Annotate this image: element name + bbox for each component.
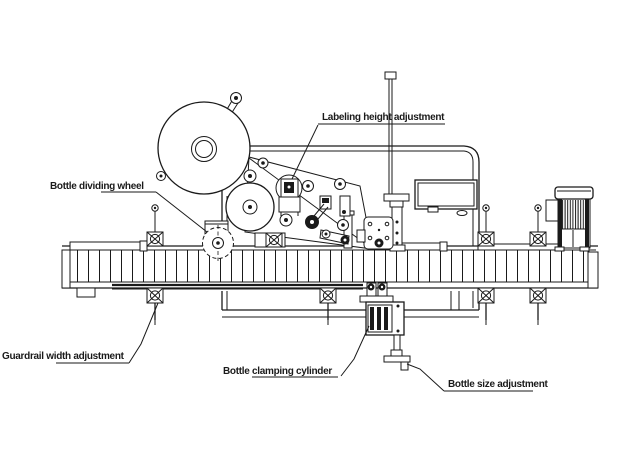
guide-roller bbox=[243, 169, 257, 183]
bottle-clamping-cylinder bbox=[359, 282, 411, 371]
size-adjust-foot bbox=[383, 355, 411, 363]
head-base-clamp-nut bbox=[265, 232, 283, 248]
guide-roller bbox=[334, 178, 346, 190]
roll-arm-bolt bbox=[230, 92, 242, 104]
top-adjuster bbox=[477, 204, 495, 247]
belt-left-end-cap bbox=[61, 249, 71, 289]
motor-top-cap bbox=[554, 186, 594, 200]
annotation-leader bbox=[340, 325, 370, 377]
tension-bracket bbox=[339, 195, 351, 217]
annotations: Labeling height adjustment Bottle dividi… bbox=[2, 112, 549, 392]
knob-bracket bbox=[278, 196, 301, 213]
guide-rail-adjusters bbox=[146, 204, 547, 326]
annotation-label: Labeling height adjustment bbox=[322, 112, 445, 123]
annotation-leader bbox=[155, 191, 208, 233]
bottom-adjuster-guardrail bbox=[146, 287, 164, 326]
control-box bbox=[414, 179, 478, 216]
roll-flange-bolt bbox=[156, 171, 166, 181]
annotation-bottle-dividing: Bottle dividing wheel bbox=[50, 181, 208, 233]
annotation-guardrail-width: Guardrail width adjustment bbox=[2, 302, 159, 364]
top-adjuster bbox=[146, 204, 164, 247]
bottom-adjuster bbox=[477, 287, 495, 326]
drive-link-bar bbox=[319, 229, 350, 245]
clamp-post-assembly bbox=[356, 71, 410, 252]
annotation-bottle-clamping: Bottle clamping cylinder bbox=[223, 325, 370, 378]
guide-rail-mid bbox=[401, 242, 447, 251]
cylinder-rod bbox=[393, 334, 401, 353]
plate-bolt bbox=[279, 213, 293, 227]
bottle-dividing-wheel bbox=[202, 220, 234, 261]
dancer-wheel bbox=[225, 182, 275, 232]
machine-frame bbox=[221, 145, 480, 318]
clamp-mount-plate bbox=[356, 216, 394, 250]
plate-bolt bbox=[257, 157, 269, 169]
labeling-head bbox=[225, 156, 373, 250]
annotation-label: Bottle clamping cylinder bbox=[223, 366, 332, 377]
drive-motor bbox=[545, 186, 594, 252]
conveyor-foot bbox=[76, 287, 96, 298]
labeling-height-knob bbox=[275, 174, 303, 202]
annotation-labeling-height: Labeling height adjustment bbox=[291, 112, 445, 180]
motor-fins bbox=[562, 200, 585, 229]
annotation-leader bbox=[406, 363, 445, 392]
peel-arm bbox=[305, 195, 332, 229]
bottom-adjuster bbox=[319, 287, 337, 326]
guide-roller bbox=[337, 219, 349, 231]
annotation-label: Bottle dividing wheel bbox=[50, 181, 144, 192]
guide-roller bbox=[302, 180, 314, 192]
belt-slats bbox=[66, 250, 594, 282]
annotation-label: Guardrail width adjustment bbox=[2, 351, 125, 362]
belt-right-end-cap bbox=[587, 251, 599, 289]
guide-rail-left bbox=[69, 241, 147, 251]
annotation-leader bbox=[291, 124, 319, 180]
top-adjuster bbox=[529, 204, 547, 247]
bottom-adjuster bbox=[529, 287, 547, 326]
annotation-leader bbox=[128, 302, 159, 364]
annotation-label: Bottle size adjustment bbox=[448, 379, 548, 390]
label-roll bbox=[156, 92, 251, 195]
clamp-t-bar bbox=[383, 193, 410, 202]
annotation-bottle-size: Bottle size adjustment bbox=[406, 363, 549, 392]
